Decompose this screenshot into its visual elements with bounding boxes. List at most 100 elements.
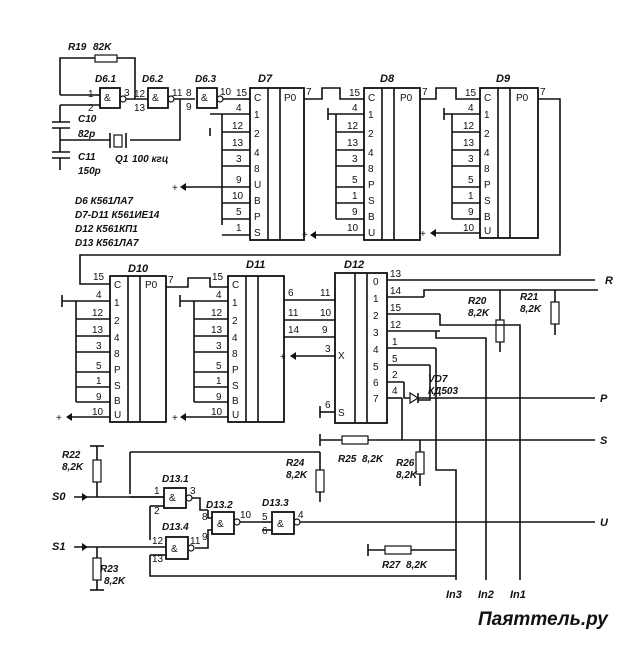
svg-text:13: 13 <box>152 554 164 565</box>
pin-label: B <box>484 212 491 223</box>
crystal-q1 <box>113 134 123 148</box>
svg-text:7: 7 <box>168 275 174 286</box>
svg-text:15: 15 <box>212 272 224 283</box>
svg-text:3: 3 <box>468 154 474 165</box>
pin-label: U <box>114 410 121 421</box>
pin-label: C <box>484 93 491 104</box>
resistor-r27 <box>384 545 412 555</box>
pin-label: 3 <box>373 328 379 339</box>
svg-text:2: 2 <box>88 103 94 114</box>
pin-label: C <box>254 93 261 104</box>
pin-label: U <box>484 226 491 237</box>
pin-label: 8 <box>232 349 238 360</box>
chip-d10: D10 C P0 1 2 4 8 P S B U 15 4 12 13 3 5 … <box>56 263 228 424</box>
signal-s0: S0 <box>52 491 66 503</box>
pin-label: 2 <box>368 129 374 140</box>
gate-d63-symbol: & <box>201 93 208 104</box>
pin-label: 1 <box>232 298 238 309</box>
pin-label: 1 <box>373 294 379 305</box>
gate-d133-label: D13.3 <box>262 498 289 509</box>
pin-label: U <box>232 410 239 421</box>
pin-label: P <box>114 365 121 376</box>
diode-vd7 <box>409 391 420 405</box>
pin-label: P <box>254 212 261 223</box>
pin-label: 4 <box>254 148 260 159</box>
gate-d62-symbol: & <box>152 93 159 104</box>
svg-text:12: 12 <box>134 89 146 100</box>
pin-label: C <box>114 280 121 291</box>
svg-text:4: 4 <box>468 103 474 114</box>
svg-text:+: + <box>172 183 178 194</box>
svg-text:9: 9 <box>352 207 358 218</box>
svg-text:7: 7 <box>540 87 546 98</box>
signal-u: U <box>600 517 609 529</box>
r24-value: 8,2K <box>286 470 308 481</box>
svg-text:15: 15 <box>390 303 402 314</box>
r23-ref: R23 <box>100 564 119 575</box>
svg-text:10: 10 <box>463 223 475 234</box>
r21-ref: R21 <box>520 292 539 303</box>
input-labels: In3 In2 In1 <box>446 589 526 601</box>
signal-s1: S1 <box>52 541 65 553</box>
pin-label: S <box>254 228 261 239</box>
svg-text:12: 12 <box>463 121 475 132</box>
svg-text:9: 9 <box>202 532 208 543</box>
svg-text:12: 12 <box>347 121 359 132</box>
r21-value: 8,2K <box>520 304 542 315</box>
svg-text:3: 3 <box>325 344 331 355</box>
chip-d9-label: D9 <box>496 73 511 85</box>
r22-ref: R22 <box>62 450 81 461</box>
svg-text:+: + <box>302 230 308 241</box>
svg-text:7: 7 <box>422 87 428 98</box>
gate-d131-symbol: & <box>169 493 176 504</box>
svg-text:9: 9 <box>322 325 328 336</box>
gate-d62-label: D6.2 <box>142 74 164 85</box>
svg-text:6: 6 <box>262 526 268 537</box>
pin-label: U <box>254 180 261 191</box>
pin-label: P0 <box>284 93 297 104</box>
r27-ref: R27 <box>382 560 401 571</box>
svg-text:+: + <box>280 352 286 363</box>
r23-value: 8,2K <box>104 576 126 587</box>
signal-p: P <box>600 393 608 405</box>
pin-label: P0 <box>400 93 413 104</box>
svg-text:1: 1 <box>352 191 358 202</box>
svg-text:12: 12 <box>92 308 104 319</box>
svg-text:5: 5 <box>392 354 398 365</box>
pin-label: 8 <box>484 164 490 175</box>
gate-d133-symbol: & <box>277 519 284 530</box>
pin-label: X <box>338 351 345 362</box>
svg-text:9: 9 <box>216 392 222 403</box>
signal-in3: In3 <box>446 589 462 601</box>
svg-text:9: 9 <box>236 175 242 186</box>
gate-d132-label: D13.2 <box>206 500 233 511</box>
watermark: Паяттель.ру <box>478 609 609 630</box>
signal-s: S <box>600 435 608 447</box>
svg-text:11: 11 <box>190 536 201 547</box>
pin-label: 1 <box>484 110 490 121</box>
resistor-r19 <box>94 54 118 63</box>
control-section: R22 8,2K S0 D13.1 & 1 2 3 D13.2 & 8 9 10… <box>52 445 609 591</box>
svg-text:3: 3 <box>216 341 222 352</box>
svg-text:10: 10 <box>211 407 223 418</box>
r19-value: 82K <box>93 42 112 53</box>
signal-r: R <box>605 275 613 287</box>
svg-text:4: 4 <box>298 510 304 521</box>
svg-text:13: 13 <box>463 138 475 149</box>
signal-in2: In2 <box>478 589 494 601</box>
pin-label: P <box>484 180 491 191</box>
svg-text:4: 4 <box>96 290 102 301</box>
svg-text:4: 4 <box>236 103 242 114</box>
pin-label: S <box>368 196 375 207</box>
svg-text:13: 13 <box>92 325 104 336</box>
svg-text:3: 3 <box>352 154 358 165</box>
pin-label: 4 <box>232 333 238 344</box>
pin-label: C <box>232 280 239 291</box>
svg-text:13: 13 <box>347 138 359 149</box>
svg-text:15: 15 <box>465 88 477 99</box>
svg-text:10: 10 <box>320 308 332 319</box>
svg-text:1: 1 <box>392 337 398 348</box>
svg-text:8: 8 <box>202 512 208 523</box>
svg-text:15: 15 <box>93 272 105 283</box>
